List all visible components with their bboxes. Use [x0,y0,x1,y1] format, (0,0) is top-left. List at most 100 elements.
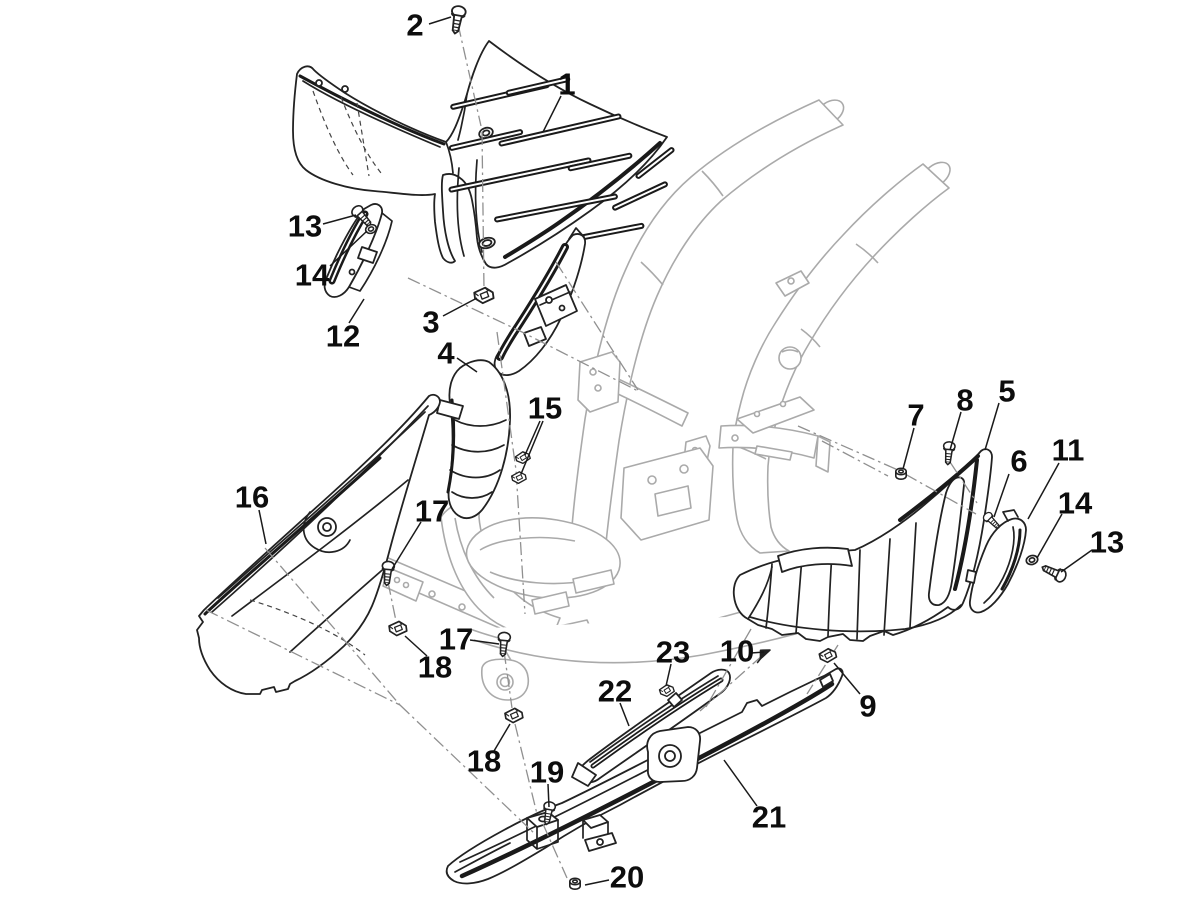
screw-19 [543,801,557,826]
callout-leader-17 [391,521,422,570]
construction-line-17 [705,628,752,708]
callout-leader-18 [493,723,511,752]
construction-line-8 [387,581,397,622]
clip-18-lower [504,707,524,724]
clipnut-7 [895,467,907,480]
construction-line-15 [699,653,765,712]
construction-line-3 [555,261,639,391]
frame [365,99,951,701]
construction-line-13 [821,440,889,477]
part-11-flap [965,509,1027,614]
part-16-left-side-cover [196,393,464,695]
washer-14-left [364,223,378,235]
screw-17-upper [381,560,396,587]
callout-label-16-15: 16 [235,480,269,515]
fasteners [351,5,1067,890]
callout-leader-13 [322,214,357,225]
callout-leader-15 [524,420,541,456]
callout-leader-14 [329,230,368,267]
clip-18-upper [388,620,408,637]
part-1-footboard [292,40,675,269]
callout-label-18-18: 18 [418,650,452,685]
callout-label-12-11: 12 [326,319,360,354]
callout-label-3-2: 3 [422,305,439,340]
callout-label-22-23: 22 [598,674,632,709]
callout-leader-16 [258,509,267,545]
callout-label-21-22: 21 [752,800,786,835]
clip-3 [473,286,495,305]
callout-leader-21 [723,759,758,807]
footboard-rib-pattern [448,76,675,242]
callout-label-17-17: 17 [439,622,473,657]
callout-leader-10 [750,651,765,654]
callout-label-19-20: 19 [530,755,564,790]
callout-label-15-14: 15 [528,391,562,426]
callout-leader-12 [348,298,365,324]
part-22-lower-trim [571,668,731,787]
screw-8 [942,441,956,466]
callout-leader-11 [1027,462,1060,520]
callout-label-9-8: 9 [859,689,876,724]
construction-line-4 [496,331,526,615]
callout-leader-7 [902,427,915,470]
callout-label-23-24: 23 [656,635,690,670]
callout-label-17-16: 17 [415,494,449,529]
callout-leader-20 [584,879,610,886]
callout-label-13-25: 13 [1090,525,1124,560]
construction-line-10 [514,723,538,815]
callout-leader-23 [665,663,672,687]
clip-15-lower [510,471,527,485]
callout-label-18-19: 18 [467,744,501,779]
callout-label-10-9: 10 [720,634,754,669]
construction-line-2 [407,277,641,393]
callout-leader-14 [1036,513,1063,559]
clip-9 [818,647,838,664]
part-5-right-side-cover [732,448,993,642]
construction-line-6 [205,609,401,706]
callout-leader-17 [469,639,500,645]
construction-line-14 [949,461,978,504]
nut-20 [569,877,581,890]
callout-label-8-7: 8 [956,383,973,418]
callout-label-14-13: 14 [295,258,330,293]
screw-2 [450,5,467,35]
callout-label-4-3: 4 [437,336,455,371]
part-4-lower-cover [446,359,511,520]
callout-leader-5 [984,402,1000,451]
callout-label-20-21: 20 [610,860,644,895]
construction-line-11 [542,823,568,879]
callout-leader-18 [404,635,428,657]
callout-leader-6 [993,473,1010,518]
callout-label-2-1: 2 [406,8,423,43]
construction-lines [205,23,978,879]
callout-leader-22 [619,702,630,727]
construction-line-0 [457,23,482,127]
callout-label-5-4: 5 [998,374,1015,409]
callout-label-1-0: 1 [558,67,575,102]
construction-line-12 [797,425,977,515]
callout-leader-19 [547,783,550,808]
callout-leader-3 [442,297,478,317]
callout-leader-2 [428,16,452,25]
screw-17-lower [497,631,512,658]
screw-13-right [1041,565,1067,583]
callout-leader-15 [520,420,544,475]
construction-line-7 [399,704,536,835]
callout-leader-8 [949,411,962,451]
callout-label-6-5: 6 [1010,444,1027,479]
screw-6 [982,511,1000,529]
part-4-upper-cover [493,227,586,377]
callout-label-11-10: 11 [1052,433,1085,468]
washer-14-right [1025,554,1039,566]
construction-line-1 [481,131,485,291]
callout-leader-13 [1060,549,1093,573]
construction-line-5 [264,547,401,706]
callout-label-13-12: 13 [288,209,322,244]
callout-leader-1 [542,95,562,133]
construction-line-9 [503,650,513,709]
callout-label-14-26: 14 [1058,486,1093,521]
callout-leader-4 [456,357,478,373]
